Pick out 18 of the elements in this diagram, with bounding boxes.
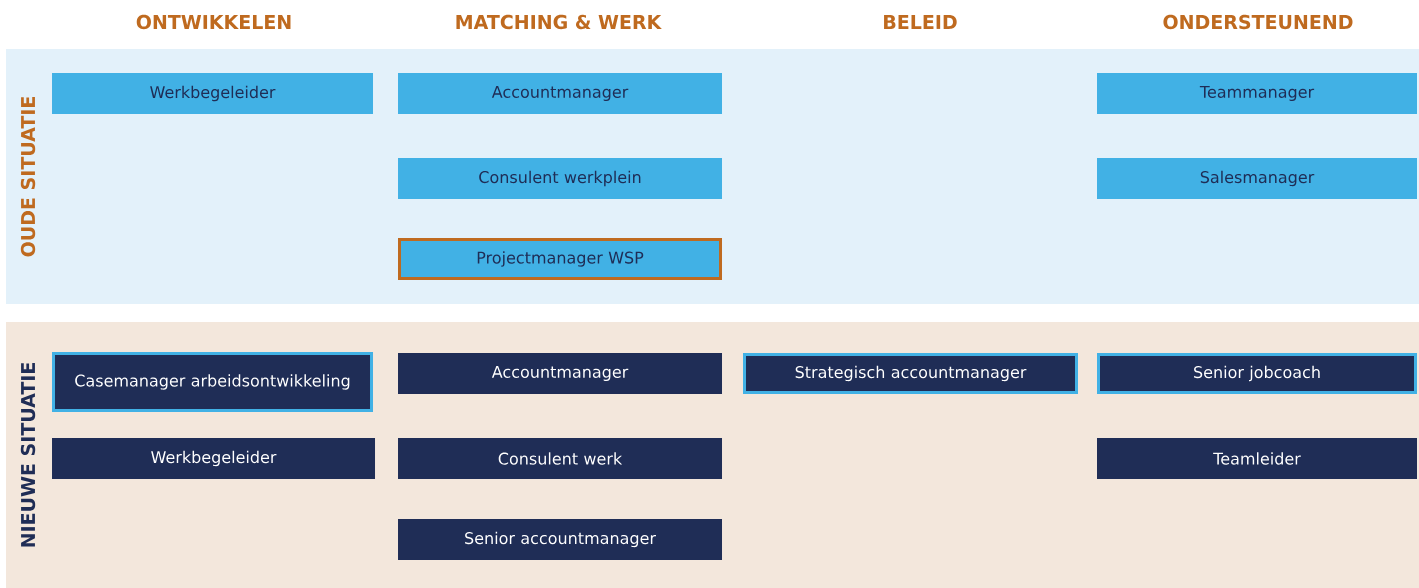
role-box: Salesmanager [1097,158,1417,199]
role-box: Werkbegeleider [52,438,375,479]
role-box: Projectmanager WSP [398,238,722,280]
role-box: Senior jobcoach [1097,353,1417,394]
role-box: Teamleider [1097,438,1417,479]
column-heading: ONDERSTEUNEND [1163,14,1353,30]
role-box: Accountmanager [398,353,722,394]
role-box: Werkbegeleider [52,73,373,114]
role-box: Consulent werkplein [398,158,722,199]
role-box: Senior accountmanager [398,519,722,560]
role-box: Casemanager arbeidsontwikkeling [52,352,373,412]
role-box: Strategisch accountmanager [743,353,1078,394]
role-box: Teammanager [1097,73,1417,114]
role-box: Consulent werk [398,438,722,479]
column-heading: BELEID [884,15,957,29]
role-box: Accountmanager [398,73,722,114]
column-heading: MATCHING & WERK [456,14,662,30]
column-heading: ONTWIKKELEN [136,14,291,30]
